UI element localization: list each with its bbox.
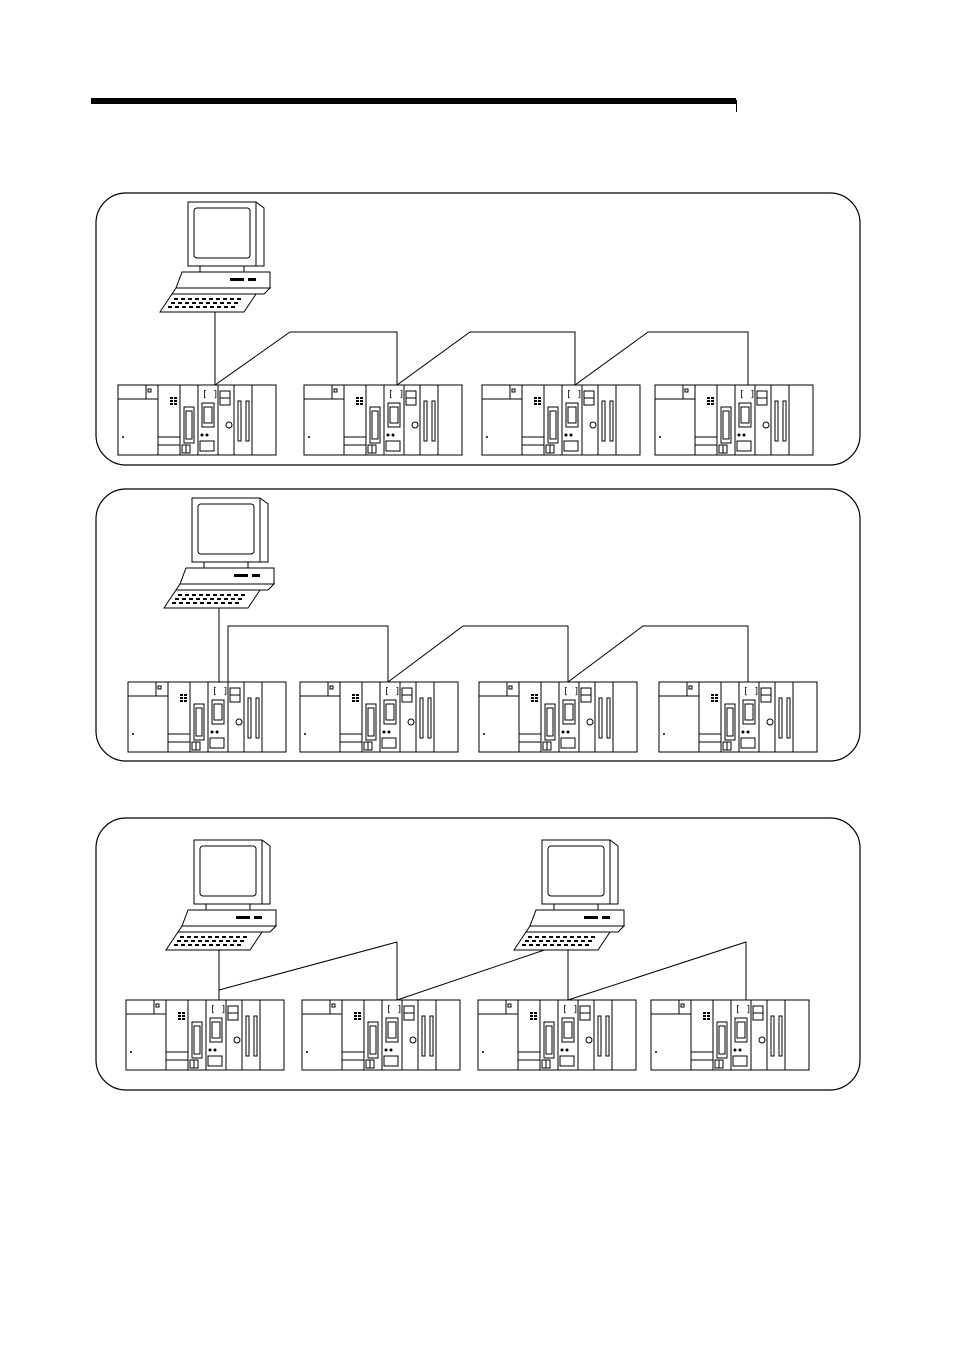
svg-text:[ ]: [ ] <box>735 1005 751 1015</box>
panel-3: [ ] [ ] [ ] [ ] <box>96 818 860 1090</box>
network-cable <box>219 942 397 1000</box>
network-cable <box>575 332 748 385</box>
panel-1: [ ] [ ] [ ] [ ] <box>96 193 860 465</box>
svg-text:[ ]: [ ] <box>384 687 400 697</box>
svg-text:[ ]: [ ] <box>566 390 582 400</box>
plc-rack: [ ] <box>128 682 286 752</box>
network-cable <box>568 626 748 682</box>
monitor-icon <box>194 840 262 904</box>
monitor-icon <box>542 840 610 904</box>
svg-text:[ ]: [ ] <box>210 1005 226 1015</box>
svg-text:[ ]: [ ] <box>743 687 759 697</box>
plc-rack: [ ] <box>300 682 458 752</box>
plc-rack: [ ] <box>478 1000 636 1070</box>
computer-terminal <box>164 498 274 608</box>
svg-text:[ ]: [ ] <box>388 390 404 400</box>
plc-rack: [ ] <box>482 385 640 455</box>
computer-terminal <box>160 202 270 312</box>
computer-terminal <box>166 840 276 950</box>
plc-rack: [ ] <box>304 385 462 455</box>
network-cable <box>568 942 746 1000</box>
svg-text:[ ]: [ ] <box>739 390 755 400</box>
plc-rack: [ ] <box>479 682 637 752</box>
network-cable <box>228 626 388 682</box>
plc-rack: [ ] <box>651 1000 809 1070</box>
network-cable <box>397 942 568 1000</box>
plc-rack: [ ] <box>655 385 813 455</box>
plc-rack: [ ] <box>659 682 817 752</box>
monitor-icon <box>192 498 260 562</box>
network-cable <box>388 626 568 682</box>
svg-text:[ ]: [ ] <box>202 390 218 400</box>
plc-rack: [ ] <box>126 1000 284 1070</box>
computer-terminal <box>514 840 624 950</box>
plc-rack: [ ] <box>302 1000 460 1070</box>
network-cable <box>215 332 397 385</box>
svg-text:[ ]: [ ] <box>212 687 228 697</box>
panel-2: [ ] [ ] [ ] [ ] <box>96 489 860 761</box>
svg-text:[ ]: [ ] <box>562 1005 578 1015</box>
network-cable <box>397 332 575 385</box>
plc-rack: [ ] <box>118 385 276 455</box>
monitor-icon <box>188 202 256 266</box>
svg-text:[ ]: [ ] <box>386 1005 402 1015</box>
svg-text:[ ]: [ ] <box>563 687 579 697</box>
